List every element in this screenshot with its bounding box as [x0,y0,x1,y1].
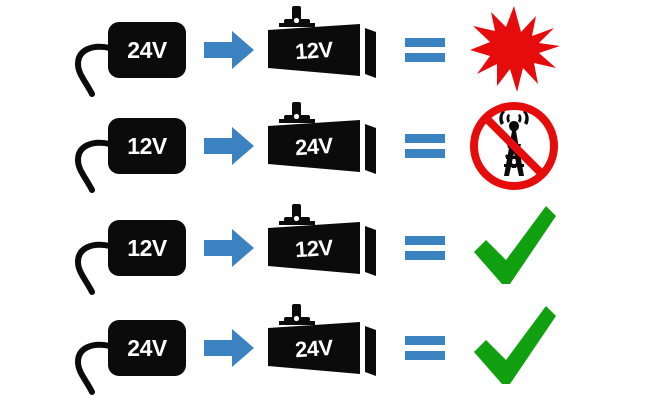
adapter-body [108,220,186,276]
result-ok [468,200,563,300]
camera-lens-hood [365,326,376,376]
camera-body [268,120,360,172]
camera-lens-hood [365,124,376,174]
checkmark-icon [474,206,556,284]
security-camera[interactable]: 24V [262,300,392,400]
power-supply-adapter[interactable]: 24V [70,300,195,400]
equals-icon [402,2,448,102]
supply-voltage-label: 24V [127,37,168,63]
camera-lens-hood [365,226,376,276]
security-camera[interactable]: 12V [262,2,392,102]
adapter-cable-icon [74,43,113,97]
camera-lens-hood [365,28,376,78]
table-row: 24V 24V [0,300,650,400]
adapter-cable-icon [74,341,113,395]
adapter-body [108,320,186,376]
security-camera[interactable]: 12V [262,200,392,300]
prohibition-sign-icon [470,102,558,190]
camera-mount-icon [279,102,315,123]
camera-voltage-label: 24V [294,335,334,362]
explosion-icon [470,6,560,92]
adapter-body [108,22,186,78]
table-row: 24V 12V [0,2,650,102]
adapter-cable-icon [74,139,113,193]
camera-mount-icon [279,204,315,225]
result-no-signal [468,98,563,198]
equals-icon [402,98,448,198]
power-supply-adapter[interactable]: 12V [70,200,195,300]
arrow-right-icon [202,98,258,198]
power-supply-adapter[interactable]: 24V [70,2,195,102]
arrow-right-icon [202,2,258,102]
camera-voltage-label: 12V [294,37,334,64]
camera-voltage-label: 12V [294,235,334,262]
adapter-body [108,118,186,174]
arrow-right-icon [202,200,258,300]
camera-voltage-label: 24V [294,133,334,160]
table-row: 12V 24V [0,98,650,198]
adapter-cable-icon [74,241,113,295]
camera-body [268,24,360,76]
equals-icon [402,300,448,400]
security-camera[interactable]: 24V [262,98,392,198]
equals-icon [402,200,448,300]
supply-voltage-label: 12V [127,133,168,159]
result-ok [468,300,563,400]
checkmark-icon [474,306,556,384]
table-row: 12V 12V [0,200,650,300]
supply-voltage-label: 24V [127,335,168,361]
camera-body [268,222,360,274]
camera-body [268,322,360,374]
supply-voltage-label: 12V [127,235,168,261]
camera-mount-icon [279,6,315,27]
power-supply-adapter[interactable]: 12V [70,98,195,198]
arrow-right-icon [202,300,258,400]
result-explosion [468,2,563,102]
camera-mount-icon [279,304,315,325]
